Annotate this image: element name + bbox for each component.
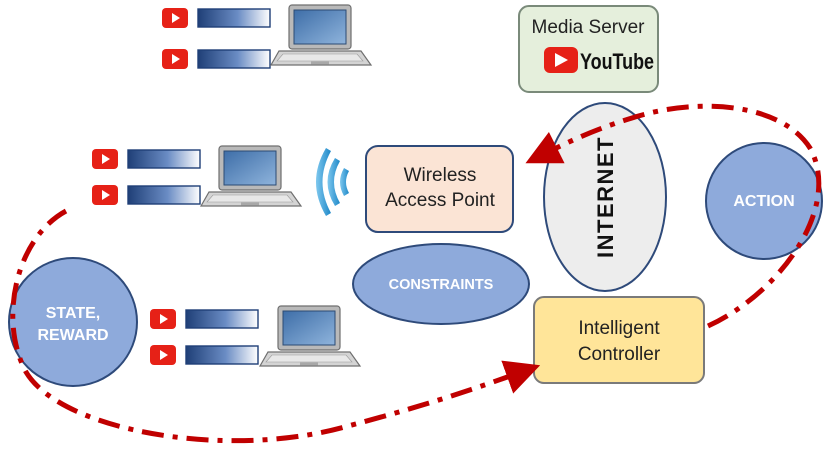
media-server-title: Media Server <box>532 17 646 38</box>
media-server-box: Media Server YouTube <box>518 5 659 93</box>
state-reward-line2: REWARD <box>37 327 108 344</box>
internet-label: INTERNET <box>593 136 618 258</box>
state-reward-bubble: STATE, REWARD <box>8 257 138 387</box>
internet-cloud: INTERNET <box>543 102 667 292</box>
youtube-play-icon <box>149 344 259 366</box>
laptop-icon <box>270 4 372 66</box>
state-loop-arrow <box>10 208 541 444</box>
laptop-icon <box>259 305 361 367</box>
youtube-play-icon <box>161 48 271 70</box>
client-group-2 <box>91 145 302 207</box>
action-label: ACTION <box>733 193 794 210</box>
laptop-icon <box>200 145 302 207</box>
controller-box: Intelligent Controller <box>533 296 705 384</box>
constraints-label: CONSTRAINTS <box>389 277 494 293</box>
youtube-logo: YouTube <box>544 47 654 74</box>
client-group-1 <box>161 4 372 70</box>
client-group-3 <box>149 305 361 367</box>
action-loop-arrow <box>525 103 822 329</box>
youtube-play-icon <box>91 184 201 206</box>
controller-line2: Controller <box>578 344 661 365</box>
youtube-brand: YouTube <box>580 49 654 74</box>
youtube-play-icon <box>149 308 259 330</box>
wifi-signal-icon <box>316 148 349 216</box>
feedback-loop <box>10 103 822 444</box>
constraints-bubble: CONSTRAINTS <box>352 243 530 325</box>
youtube-play-icon <box>91 148 201 170</box>
access-point-line1: Wireless <box>404 165 477 186</box>
access-point-line2: Access Point <box>385 190 496 211</box>
youtube-play-icon <box>161 7 271 29</box>
access-point-box: Wireless Access Point <box>365 145 514 233</box>
controller-line1: Intelligent <box>578 318 660 339</box>
action-bubble: ACTION <box>705 142 823 260</box>
state-reward-line1: STATE, <box>46 305 101 322</box>
